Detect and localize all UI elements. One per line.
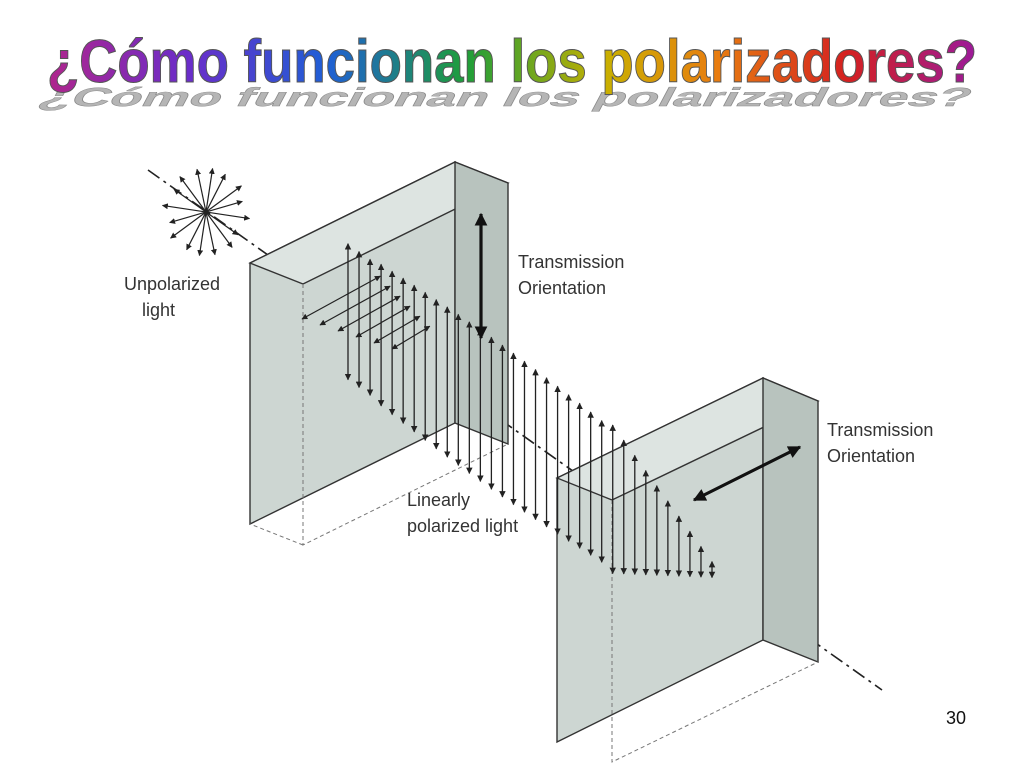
linearly-polarized-wave — [344, 243, 716, 579]
page-number: 30 — [945, 708, 967, 728]
label-linearly-polarized-light: Linearly polarized light — [407, 490, 519, 536]
label-transmission-orientation-1: Transmission Orientation — [518, 252, 625, 298]
transmission-arrow-2 — [692, 445, 802, 502]
label-unpolarized-light: Unpolarized light — [124, 274, 221, 320]
unpolarized-light-burst — [161, 167, 251, 257]
title-shadow: ¿Cómo funcionan los polarizadores? — [33, 82, 979, 111]
title-text: ¿Cómo funcionan los polarizadores? — [47, 28, 977, 95]
burst-arrow — [169, 200, 243, 224]
label-transmission-orientation-2: Transmission Orientation — [827, 420, 934, 466]
slide-title: ¿Cómo funcionan los polarizadores? ¿Cómo… — [33, 28, 979, 113]
filter-2-side — [762, 376, 819, 664]
polarizer-filter-2 — [555, 376, 820, 763]
